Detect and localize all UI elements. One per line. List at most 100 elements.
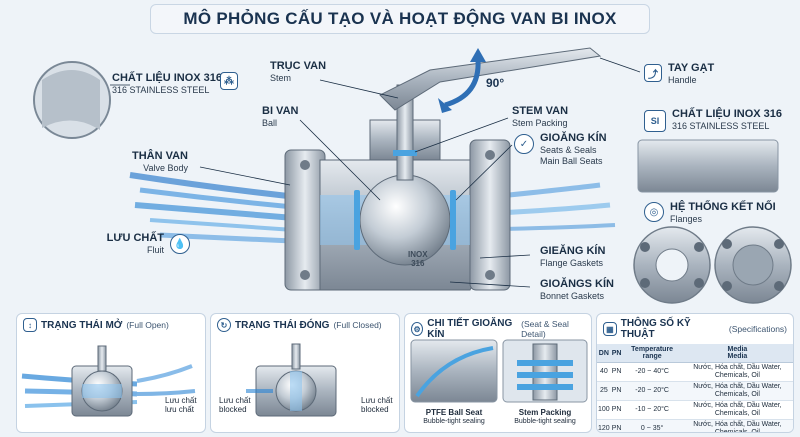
label-material-right-sub: 316 STAINLESS STEEL bbox=[672, 121, 770, 131]
panel-open-head: ↕ TRẠNG THÁI MỞ (Full Open) bbox=[17, 314, 205, 336]
table-row: 25 PN -20 ~ 20°C Nước, Hóa chất, Dầu Wat… bbox=[597, 381, 793, 401]
grid-icon: ▦ bbox=[603, 322, 617, 336]
panel-open-lbl2: lưu chất bbox=[165, 405, 194, 414]
lever-icon: ⤴ bbox=[644, 64, 662, 82]
panel-spec: ▦ THÔNG SỐ KỸ THUẬT (Specifications) DN … bbox=[596, 313, 794, 433]
spec-cell-temp: -10 ~ 20°C bbox=[622, 400, 682, 420]
label-stem-main: TRỤC VAN bbox=[270, 60, 327, 72]
seal-item1: PTFE Ball Seat Bubble-tight sealing bbox=[411, 408, 497, 426]
label-flange-gaskets: GIEĂNG KÍN Flange Gaskets bbox=[540, 245, 605, 269]
table-row: 120 PN 0 ~ 35° Nước, Hóa chất, Dầu Water… bbox=[597, 419, 793, 432]
label-seats: GIOĂNG KÍN Seats & Seals Main Ball Seats bbox=[540, 132, 607, 167]
panel-closed-lbl3: Lưu chất bbox=[361, 396, 393, 405]
label-material-left-sub: 316 STAINLESS STEEL bbox=[112, 85, 210, 95]
spec-cell-temp: 0 ~ 35° bbox=[622, 419, 682, 432]
panel-open-lbl1: Lưu chất bbox=[165, 396, 197, 405]
panel-spec-title: THÔNG SỐ KỸ THUẬT bbox=[620, 318, 691, 340]
label-connection-sub: Flanges bbox=[670, 214, 703, 224]
spec-header-pn: PN bbox=[610, 344, 623, 363]
seal-illustration bbox=[410, 339, 588, 403]
rotate-icon: ↻ bbox=[217, 318, 231, 332]
seal-item2-main: Stem Packing bbox=[518, 408, 572, 417]
panel-spec-sub: (Specifications) bbox=[728, 324, 787, 334]
panel-closed-head: ↻ TRẠNG THÁI ĐÓNG (Full Closed) bbox=[211, 314, 399, 336]
panel-seal-title: CHI TIẾT GIOĂNG KÍN bbox=[427, 318, 513, 340]
ball-marking: INOX 316 bbox=[408, 250, 428, 268]
spec-cell-dn: 40 bbox=[597, 362, 611, 382]
label-stem-packing-sub: Stem Packing bbox=[512, 118, 568, 128]
water-drop-icon: 💧 bbox=[170, 234, 190, 254]
molecule-icon: ⁂ bbox=[220, 72, 238, 90]
panel-seal-head: ⚙ CHI TIẾT GIOĂNG KÍN (Seat & Seal Detai… bbox=[405, 314, 591, 344]
label-stem: TRỤC VAN Stem bbox=[270, 60, 326, 84]
spec-header-media: Media Media bbox=[681, 344, 793, 363]
closed-illustration bbox=[246, 343, 337, 417]
panel-closed: ↻ TRẠNG THÁI ĐÓNG (Full Closed) Lưu chất… bbox=[210, 313, 400, 433]
label-handle-main: TAY GẠT bbox=[668, 62, 715, 74]
label-body-main: THÂN VAN bbox=[131, 150, 188, 162]
label-seats-main: GIOĂNG KÍN bbox=[540, 132, 607, 144]
spec-cell-pn: PN bbox=[610, 419, 623, 432]
ball-marking-line2: 316 bbox=[411, 259, 425, 268]
label-stem-packing: STEM VAN Stem Packing bbox=[512, 105, 568, 129]
label-fluid-main: LƯU CHẤT bbox=[106, 232, 164, 244]
panel-closed-lbl1: Lưu chất bbox=[219, 396, 251, 405]
spec-cell-pn: PN bbox=[610, 362, 623, 382]
page-title-text: MÔ PHỎNG CẤU TẠO VÀ HOẠT ĐỘNG VAN BI INO… bbox=[183, 9, 617, 28]
label-material-right: CHẤT LIỆU INOX 316 316 STAINLESS STEEL bbox=[672, 108, 782, 132]
label-bonnet-gaskets-main: GIOĂNGS KÍN bbox=[540, 278, 614, 290]
panel-closed-title: TRẠNG THÁI ĐÓNG bbox=[235, 319, 330, 331]
panel-seal: ⚙ CHI TIẾT GIOĂNG KÍN (Seat & Seal Detai… bbox=[404, 313, 592, 433]
label-body: THÂN VAN Valve Body bbox=[92, 150, 188, 174]
panel-closed-sub: (Full Closed) bbox=[333, 320, 382, 330]
label-connection-main: HỆ THỐNG KẾT NỐI bbox=[670, 201, 776, 213]
spec-cell-temp: -20 ~ 20°C bbox=[622, 381, 682, 401]
label-bonnet-gaskets-sub: Bonnet Gaskets bbox=[540, 291, 605, 301]
panel-open-labels: Lưu chất lưu chất bbox=[165, 396, 197, 414]
label-flange-gaskets-main: GIEĂNG KÍN bbox=[540, 245, 606, 257]
label-material-left: CHẤT LIỆU INOX 316 316 STAINLESS STEEL bbox=[112, 72, 222, 96]
seal-item1-sub: Bubble-tight sealing bbox=[423, 418, 485, 425]
spec-header-temp: Temperature range bbox=[622, 344, 682, 363]
spec-cell-media: Nước, Hóa chất, Dầu Water, Chemicals, Oi… bbox=[681, 381, 793, 401]
panel-seal-sub: (Seat & Seal Detail) bbox=[521, 319, 569, 339]
spec-cell-pn: PN bbox=[610, 381, 623, 401]
label-body-sub: Valve Body bbox=[143, 163, 188, 173]
spec-header-media2: Media bbox=[727, 353, 748, 360]
flange-icon: ◎ bbox=[644, 202, 664, 222]
spec-header-media1: Media bbox=[727, 346, 748, 353]
panel-open: ↕ TRẠNG THÁI MỞ (Full Open) Lưu chất lưu… bbox=[16, 313, 206, 433]
valve-illustration bbox=[33, 47, 792, 304]
panel-closed-lbl2: blocked bbox=[219, 405, 247, 414]
label-handle: TAY GẠT Handle bbox=[668, 62, 714, 86]
ball-marking-line1: INOX bbox=[408, 250, 428, 259]
spec-cell-dn: 25 bbox=[597, 381, 611, 401]
label-stem-sub: Stem bbox=[270, 73, 292, 83]
angle-label: 90° bbox=[486, 76, 505, 90]
label-stem-packing-main: STEM VAN bbox=[512, 105, 569, 117]
spec-header-row: DN PN Temperature range Media Media bbox=[597, 344, 793, 363]
spec-table: DN PN Temperature range Media Media 40 P… bbox=[597, 344, 793, 432]
page-title: MÔ PHỎNG CẤU TẠO VÀ HOẠT ĐỘNG VAN BI INO… bbox=[150, 4, 650, 34]
label-fluid-sub: Fluit bbox=[146, 245, 164, 255]
label-handle-sub: Handle bbox=[668, 75, 697, 85]
seal-item2: Stem Packing Bubble-tight sealing bbox=[503, 408, 587, 426]
label-seats-sub: Seats & Seals bbox=[540, 145, 597, 155]
element-si-icon: SI bbox=[644, 110, 666, 132]
label-connection: HỆ THỐNG KẾT NỐI Flanges bbox=[670, 201, 776, 225]
open-icon: ↕ bbox=[23, 318, 37, 332]
check-circle-icon: ✓ bbox=[514, 134, 534, 154]
panel-closed-lbl4: blocked bbox=[361, 405, 389, 414]
label-fluid: LƯU CHẤT Fluit bbox=[92, 232, 164, 256]
label-flange-gaskets-sub: Flange Gaskets bbox=[540, 258, 604, 268]
table-row: 100 PN -10 ~ 20°C Nước, Hóa chất, Dầu Wa… bbox=[597, 400, 793, 420]
gear-icon: ⚙ bbox=[411, 322, 424, 336]
spec-header-dn: DN bbox=[597, 344, 611, 363]
seal-item2-sub: Bubble-tight sealing bbox=[514, 418, 576, 425]
panel-open-sub: (Full Open) bbox=[126, 320, 169, 330]
spec-cell-dn: 100 bbox=[597, 400, 611, 420]
label-seats-sub2: Main Ball Seats bbox=[540, 156, 603, 166]
spec-cell-pn: PN bbox=[610, 400, 623, 420]
ball bbox=[359, 174, 451, 266]
label-bonnet-gaskets: GIOĂNGS KÍN Bonnet Gaskets bbox=[540, 278, 614, 302]
